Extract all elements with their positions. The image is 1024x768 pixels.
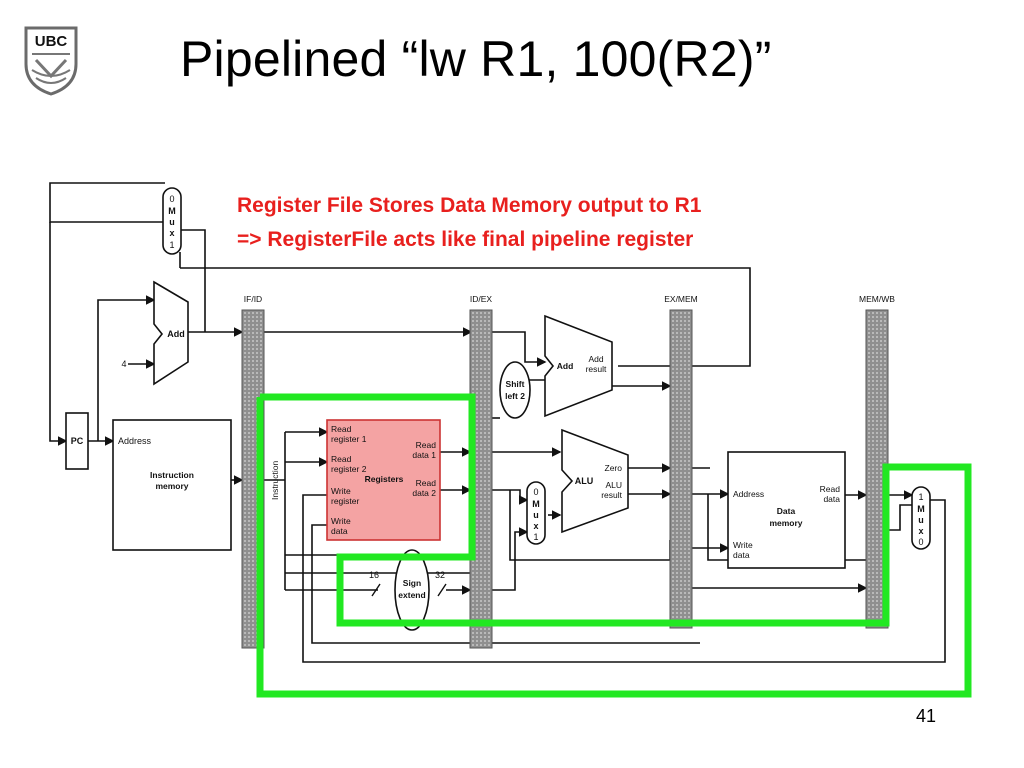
- reg-read-data-1: data 1: [412, 450, 436, 460]
- reg-read-register-1: Read: [331, 424, 352, 434]
- data-memory-write-data: data: [733, 550, 750, 560]
- alu-mux-label: M: [532, 499, 540, 509]
- wb-mux-label: u: [918, 515, 924, 525]
- branch-adder-label: Add: [557, 361, 574, 371]
- alu-mux: [526, 481, 546, 545]
- alu-result-label: ALU: [605, 480, 622, 490]
- alu: [561, 428, 629, 534]
- reg-write-data: Write: [331, 516, 351, 526]
- reg-read-data-2: Read: [416, 478, 437, 488]
- pipeline-register-label: EX/MEM: [664, 294, 698, 304]
- data-memory-write-data: Write: [733, 540, 753, 550]
- wb-mux-label: 1: [918, 492, 923, 502]
- pc-register: [65, 412, 89, 470]
- sign-extend-unit: [394, 549, 430, 631]
- reg-write-register: Write: [331, 486, 351, 496]
- slide-title: Pipelined “lw R1, 100(R2)”: [180, 31, 772, 87]
- alu-label: ALU: [575, 476, 594, 486]
- pipeline-register-label: ID/EX: [470, 294, 493, 304]
- alu-zero-label: Zero: [605, 463, 623, 473]
- pipeline-register-label: MEM/WB: [859, 294, 895, 304]
- note-line-1: Register File Stores Data Memory output …: [237, 194, 702, 217]
- pipeline-register-label: IF/ID: [244, 294, 262, 304]
- alu-mux-label: 0: [533, 487, 538, 497]
- page-number: 41: [916, 706, 937, 726]
- sign-extend-label: Sign: [403, 578, 421, 588]
- sign-extend-label: extend: [398, 590, 425, 600]
- note-line-2: => RegisterFile acts like final pipeline…: [237, 228, 694, 251]
- registers-title: Registers: [365, 474, 404, 484]
- pc-mux-label: x: [169, 228, 174, 238]
- reg-read-register-2: register 2: [331, 464, 367, 474]
- pc-label: PC: [71, 436, 84, 446]
- pipeline-register-ex-mem: [669, 309, 693, 629]
- sign-extend-out-width: 32: [435, 570, 445, 580]
- instruction-memory-port: Address: [118, 436, 152, 446]
- wb-mux-label: 0: [918, 537, 923, 547]
- branch-adder-result: Add: [588, 354, 603, 364]
- alu-mux-label: 1: [533, 532, 538, 542]
- branch-adder-result: result: [586, 364, 607, 374]
- shift-label: left 2: [505, 391, 525, 401]
- pc-mux-label: u: [169, 217, 175, 227]
- branch-adder: [544, 314, 613, 418]
- sign-extend-in-width: 16: [369, 570, 379, 580]
- wb-mux-label: M: [917, 504, 925, 514]
- data-memory-title: Data: [777, 506, 796, 516]
- reg-read-register-2: Read: [331, 454, 352, 464]
- reg-read-register-1: register 1: [331, 434, 367, 444]
- alu-result-label: result: [601, 490, 622, 500]
- data-memory-address: Address: [733, 489, 764, 499]
- ubc-logo: UBC: [22, 24, 80, 96]
- pc-mux-label: 0: [169, 194, 174, 204]
- shift-left-2-unit: [499, 361, 531, 419]
- shift-label: Shift: [506, 379, 525, 389]
- reg-read-data-1: Read: [416, 440, 437, 450]
- pc-mux-label: 1: [169, 240, 174, 250]
- data-memory-read-data: Read: [820, 484, 841, 494]
- pc-mux: [162, 187, 182, 255]
- instruction-memory: [112, 419, 232, 551]
- reg-write-data: data: [331, 526, 348, 536]
- register-file: [326, 419, 441, 541]
- pc-adder-label: Add: [167, 329, 185, 339]
- data-memory-read-data: data: [823, 494, 840, 504]
- reg-write-register: register: [331, 496, 360, 506]
- instruction-bus-label: Instruction: [270, 461, 280, 500]
- wb-mux-label: x: [918, 526, 923, 536]
- writeback-mux: [911, 486, 931, 550]
- constant-four: 4: [121, 359, 126, 369]
- reg-read-data-2: data 2: [412, 488, 436, 498]
- instruction-memory-title: memory: [155, 481, 188, 491]
- logo-text: UBC: [35, 33, 68, 50]
- alu-mux-label: x: [533, 521, 538, 531]
- data-memory-title: memory: [769, 518, 802, 528]
- data-memory: [727, 451, 846, 569]
- pc-adder: [153, 280, 189, 386]
- writeback-highlight-path: [256, 393, 972, 698]
- alu-mux-label: u: [533, 510, 539, 520]
- instruction-memory-title: Instruction: [150, 470, 194, 480]
- pc-mux-label: M: [168, 206, 176, 216]
